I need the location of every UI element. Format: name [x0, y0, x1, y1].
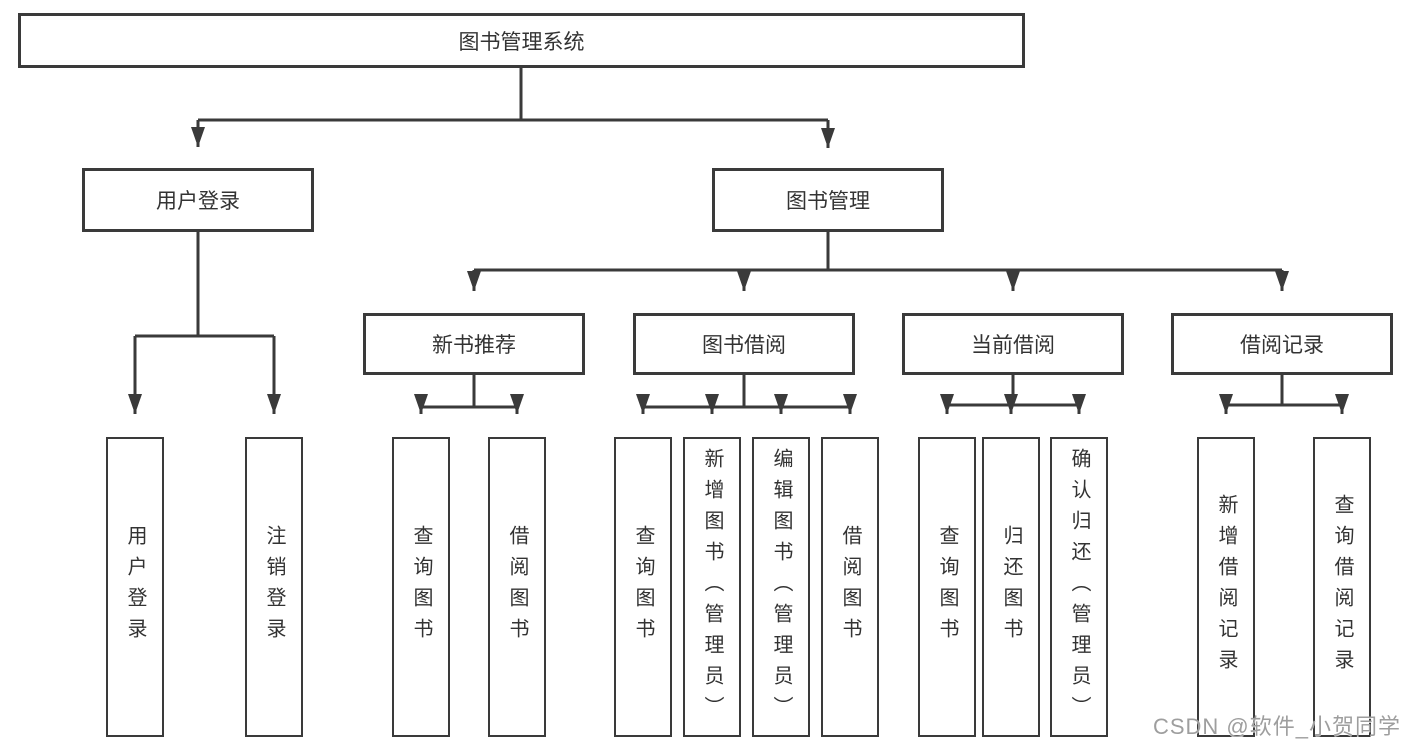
connector-mgmt-split	[467, 232, 1289, 291]
connector-login-split	[128, 232, 281, 414]
node-user-login: 用户登录	[82, 168, 314, 232]
connector-current-split	[940, 375, 1086, 414]
node-new-book-recommend: 新书推荐	[363, 313, 585, 375]
leaf-borrow-books-borrow: 借阅图书	[821, 437, 879, 737]
leaf-add-book-admin: 新增图书（管理员）	[683, 437, 741, 737]
leaf-borrow-books-newbook: 借阅图书	[488, 437, 546, 737]
leaf-query-books-current: 查询图书	[918, 437, 976, 737]
leaf-add-borrow-record: 新增借阅记录	[1197, 437, 1255, 737]
node-library-system: 图书管理系统	[18, 13, 1025, 68]
connector-borrow-split	[636, 375, 857, 414]
leaf-query-books-borrow: 查询图书	[614, 437, 672, 737]
leaf-query-borrow-record: 查询借阅记录	[1313, 437, 1371, 737]
node-book-borrow: 图书借阅	[633, 313, 855, 375]
node-current-borrow: 当前借阅	[902, 313, 1124, 375]
node-book-management: 图书管理	[712, 168, 944, 232]
node-borrow-records: 借阅记录	[1171, 313, 1393, 375]
leaf-logout: 注销登录	[245, 437, 303, 737]
connector-records-split	[1219, 375, 1349, 414]
connector-root-split	[191, 68, 835, 148]
leaf-query-books-newbook: 查询图书	[392, 437, 450, 737]
leaf-return-book: 归还图书	[982, 437, 1040, 737]
csdn-watermark: CSDN @软件_小贺同学	[1152, 714, 1401, 739]
leaf-user-login: 用户登录	[106, 437, 164, 737]
leaf-confirm-return-admin: 确认归还（管理员）	[1050, 437, 1108, 737]
leaf-edit-book-admin: 编辑图书（管理员）	[752, 437, 810, 737]
connector-newbook-split	[414, 375, 524, 414]
